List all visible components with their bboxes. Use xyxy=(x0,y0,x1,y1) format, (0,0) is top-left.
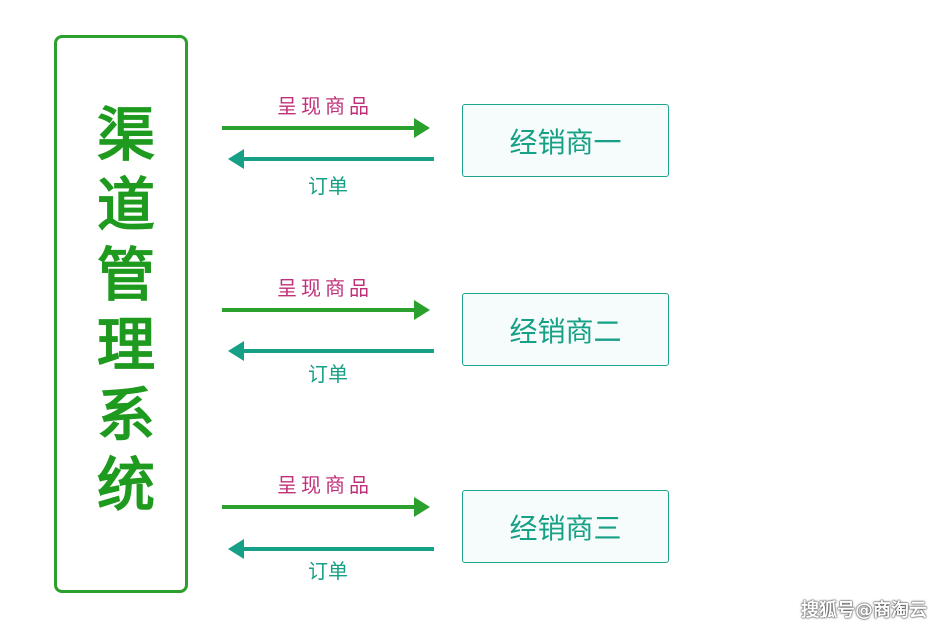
present-arrow-head xyxy=(414,497,430,517)
flow-arrows xyxy=(222,118,434,169)
watermark: 搜狐号@商淘云 xyxy=(801,600,927,621)
flow-arrows xyxy=(222,300,434,361)
order-arrow-head xyxy=(228,341,244,361)
dealer-label: 经销商一 xyxy=(509,125,622,159)
dealer-box-1: 经销商一 xyxy=(462,104,669,177)
system-title: 渠道管理系统 xyxy=(87,104,155,524)
dealer-label: 经销商三 xyxy=(509,511,622,545)
order-label: 订单 xyxy=(308,559,348,583)
present-arrow-head xyxy=(414,118,430,138)
order-label: 订单 xyxy=(308,362,348,386)
flow-arrows xyxy=(222,497,434,559)
flow-row-1: 呈现商品 订单 经销商一 xyxy=(0,92,945,202)
present-goods-label: 呈现商品 xyxy=(277,276,373,300)
flow-row-3: 呈现商品 订单 经销商三 xyxy=(0,471,945,581)
channel-management-system-box: 渠道管理系统 xyxy=(54,35,188,593)
present-arrow-head xyxy=(414,300,430,320)
order-label: 订单 xyxy=(308,174,348,198)
order-arrow-head xyxy=(228,539,244,559)
dealer-box-2: 经销商二 xyxy=(462,293,669,366)
present-goods-label: 呈现商品 xyxy=(277,473,373,497)
present-goods-label: 呈现商品 xyxy=(277,94,373,118)
dealer-label: 经销商二 xyxy=(509,314,622,348)
flow-row-2: 呈现商品 订单 经销商二 xyxy=(0,274,945,384)
order-arrow-head xyxy=(228,149,244,169)
dealer-box-3: 经销商三 xyxy=(462,490,669,563)
